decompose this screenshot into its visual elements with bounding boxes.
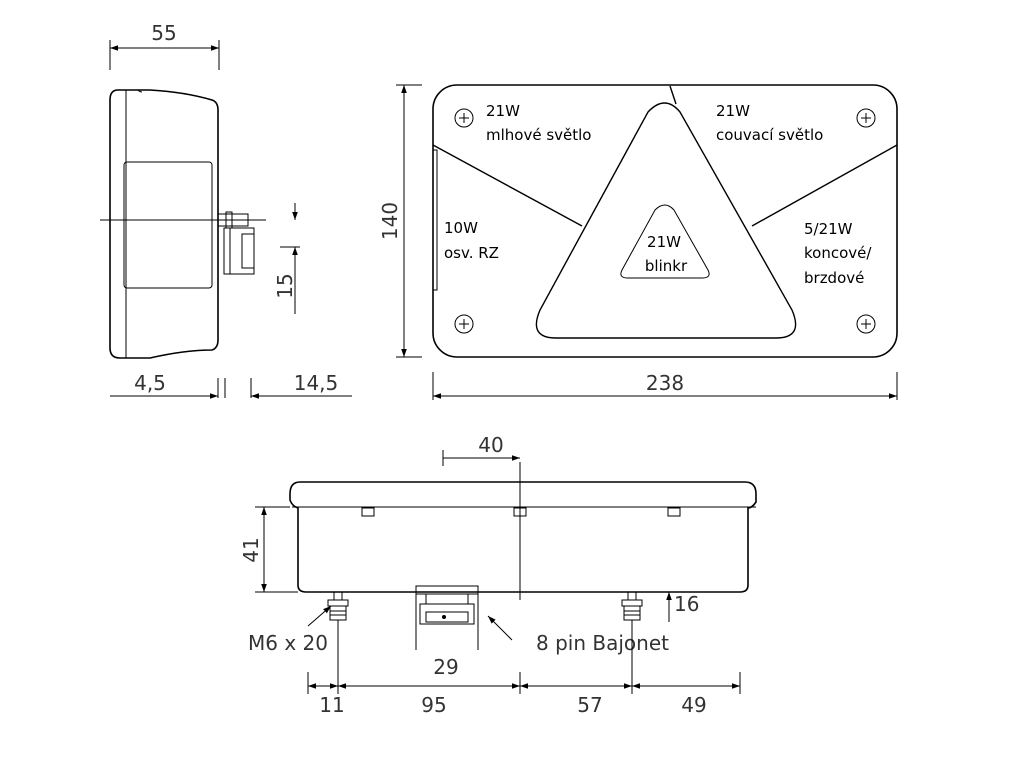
side-housing: [109, 89, 219, 359]
reverse-label: couvací světlo: [716, 126, 823, 144]
fog-label: mlhové světlo: [486, 126, 591, 144]
dim-29: 29: [433, 655, 458, 679]
plate-label: osv. RZ: [444, 244, 499, 262]
tail-label-1: koncové/: [804, 244, 872, 262]
stud-right: [621, 591, 643, 621]
tail-watt: 5/21W: [804, 220, 853, 238]
indicator-watt: 21W: [647, 233, 681, 251]
dim-4-5: 4,5: [134, 371, 166, 395]
reflector-triangle: [535, 102, 797, 339]
indicator-triangle: [620, 204, 710, 279]
connector-label: 8 pin Bajonet: [536, 631, 669, 655]
dim-49: 49: [681, 693, 706, 717]
reverse-watt: 21W: [716, 102, 750, 120]
dim-15: 15: [273, 273, 297, 298]
dim-238: 238: [646, 371, 684, 395]
bayonet-connector: [415, 585, 479, 650]
screw-icon: [856, 314, 876, 334]
stud-label: M6 x 20: [248, 631, 328, 655]
fog-watt: 21W: [486, 102, 520, 120]
dim-41: 41: [239, 537, 263, 562]
dim-11: 11: [319, 693, 344, 717]
indicator-label: blinkr: [645, 257, 688, 275]
front-view: 21W mlhové světlo 21W couvací světlo 10W…: [378, 84, 898, 400]
dim-14-5: 14,5: [294, 371, 339, 395]
side-view: 55 15 4,5 14,5: [100, 21, 352, 399]
screw-icon: [454, 108, 474, 128]
bottom-housing: [289, 481, 757, 593]
dim-40: 40: [478, 433, 503, 457]
dim-95: 95: [421, 693, 446, 717]
dim-140: 140: [378, 202, 402, 240]
bottom-view: 40 41 16 M6 x 20 8 pin Bajonet 29 11 95 …: [239, 433, 757, 717]
plate-watt: 10W: [444, 219, 478, 237]
tail-label-2: brzdové: [804, 269, 864, 287]
dim-57: 57: [577, 693, 602, 717]
screw-icon: [454, 314, 474, 334]
dim-55: 55: [151, 21, 176, 45]
dim-16: 16: [674, 592, 699, 616]
side-lens: [123, 161, 213, 289]
screw-icon: [856, 108, 876, 128]
